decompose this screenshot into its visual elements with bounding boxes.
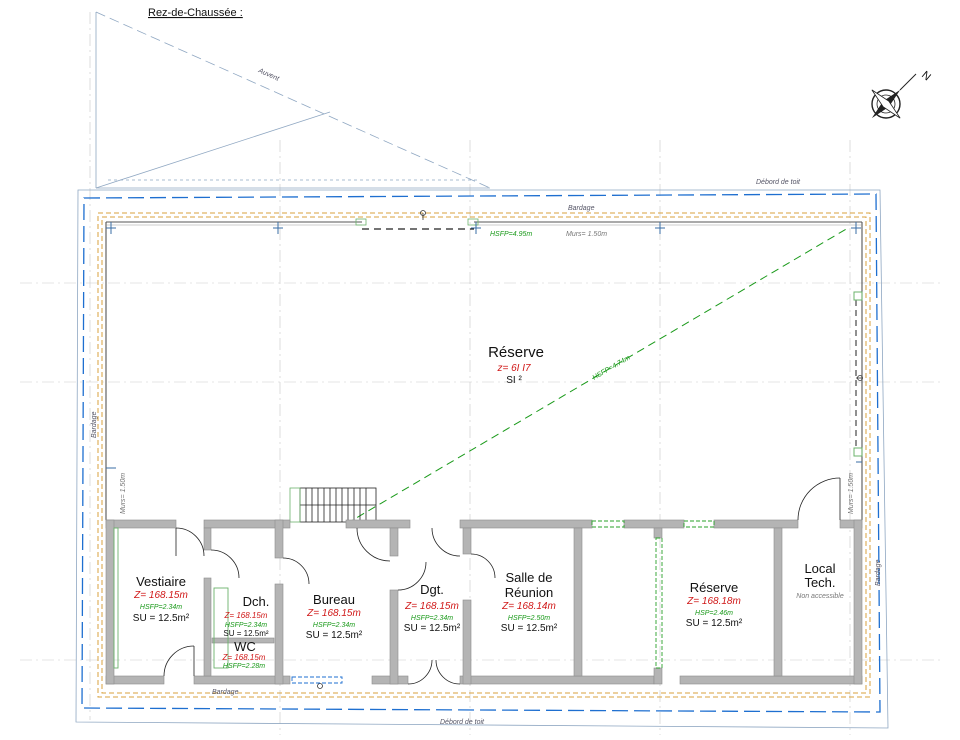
room-name: WC — [234, 639, 256, 654]
room-hsfp: HSFP=2.34m — [140, 604, 182, 611]
room-access-note: Non accessible — [796, 593, 844, 600]
debord-top-label: Débord de toit — [756, 179, 801, 186]
room-wc: WC Z= 168.15m HSFP=2.28m — [222, 639, 266, 670]
room-elevation: Z= 168.15m — [404, 601, 459, 612]
room-surface: SU = 12.5m² — [223, 629, 268, 638]
auvent-outline — [95, 11, 491, 189]
room-elevation: Z= 168.15m — [133, 590, 188, 601]
room-name-line2: Réunion — [505, 585, 553, 600]
room-salle-de-reunion: Salle de Réunion Z= 168.14m HSFP=2.50m S… — [501, 570, 558, 634]
room-name-line2: Tech. — [804, 575, 835, 590]
room-name-line1: Salle de — [506, 570, 553, 585]
room-name: Bureau — [313, 592, 355, 607]
room-name: Réserve — [690, 580, 738, 595]
glazing-markers-top — [355, 218, 479, 226]
murs-right-annotation: Murs= 1.50m — [848, 473, 855, 514]
room-name: Réserve — [488, 344, 544, 361]
bardage-right-label: Bardage — [875, 559, 882, 586]
room-name: Dch. — [243, 594, 270, 609]
construction-lines — [20, 12, 940, 735]
murs-left-annotation: Murs= 1.50m — [120, 473, 127, 514]
compass-icon — [871, 73, 917, 119]
room-surface: SI ² — [506, 375, 522, 386]
glazing-markers-lower — [113, 520, 715, 684]
room-elevation: Z= 168.15m — [306, 608, 361, 619]
room-dgt: Dgt. Z= 168.15m HSFP=2.34m SU = 12.5m² — [404, 582, 461, 634]
room-reserve-small: Réserve Z= 168.18m HSP=2.46m SU = 12.5m² — [686, 580, 743, 629]
room-elevation: Z= 168.14m — [501, 601, 556, 612]
room-elevation: Z= 168.15m — [224, 611, 268, 620]
right-wall-opening — [853, 291, 863, 457]
building-outline-blue — [81, 193, 881, 713]
room-surface: SU = 12.5m² — [306, 630, 363, 641]
compass-north-label: N — [919, 69, 933, 83]
exterior-wall — [105, 221, 863, 520]
bardage-left-label: Bardage — [91, 411, 98, 438]
room-elevation: Z= 168.18m — [686, 596, 741, 607]
debord-bottom-label: Débord de toit — [440, 719, 485, 726]
room-hsfp: HSFP=2.28m — [223, 663, 265, 670]
room-hsfp: HSFP=2.50m — [508, 615, 550, 622]
murs-top-annotation: Murs= 1.50m — [566, 231, 607, 238]
room-name-line1: Local — [804, 561, 835, 576]
roof-overhang-outline — [75, 189, 889, 729]
room-elevation: Z= 168.15m — [222, 653, 266, 662]
room-reserve-main: Réserve z= 6I I7 SI ² — [488, 344, 544, 386]
room-name: Vestiaire — [136, 574, 186, 589]
wall-markers — [317, 210, 863, 689]
room-name: Dgt. — [420, 582, 444, 597]
room-surface: SU = 12.5m² — [404, 623, 461, 634]
room-dch: Dch. Z= 168.15m HSFP=2.34m SU = 12.5m² — [223, 594, 269, 638]
hsfp-diagonal-line — [345, 227, 849, 525]
room-surface: SU = 12.5m² — [686, 618, 743, 629]
room-hsfp: HSFP=2.34m — [225, 622, 267, 629]
plan-heading: Rez-de-Chaussée : — [148, 7, 243, 19]
room-hsfp: HSFP=2.34m — [313, 622, 355, 629]
bardage-band — [97, 212, 871, 698]
room-surface: SU = 12.5m² — [501, 623, 558, 634]
room-hsfp: HSP=2.46m — [695, 610, 733, 617]
interior-walls — [105, 519, 863, 685]
room-surface: SU = 12.5m² — [133, 613, 190, 624]
structure-posts — [106, 222, 862, 469]
door-swings — [163, 477, 841, 685]
auvent-label: Auvent — [256, 67, 281, 83]
room-local-tech: Local Tech. Non accessible — [796, 561, 844, 600]
bardage-top-label: Bardage — [568, 205, 595, 212]
room-hsfp: HSFP=2.34m — [411, 615, 453, 622]
bardage-bottom-label: Bardage — [212, 689, 239, 696]
room-bureau: Bureau Z= 168.15m HSFP=2.34m SU = 12.5m² — [306, 592, 363, 641]
staircase — [289, 487, 377, 523]
hsfp-diagonal-annotation: HSFP=4.74m — [592, 354, 632, 381]
room-elevation: z= 6I I7 — [496, 363, 531, 374]
hsfp-top-annotation: HSFP=4.95m — [490, 231, 532, 238]
room-vestiaire: Vestiaire Z= 168.15m HSFP=2.34m SU = 12.… — [133, 574, 190, 624]
